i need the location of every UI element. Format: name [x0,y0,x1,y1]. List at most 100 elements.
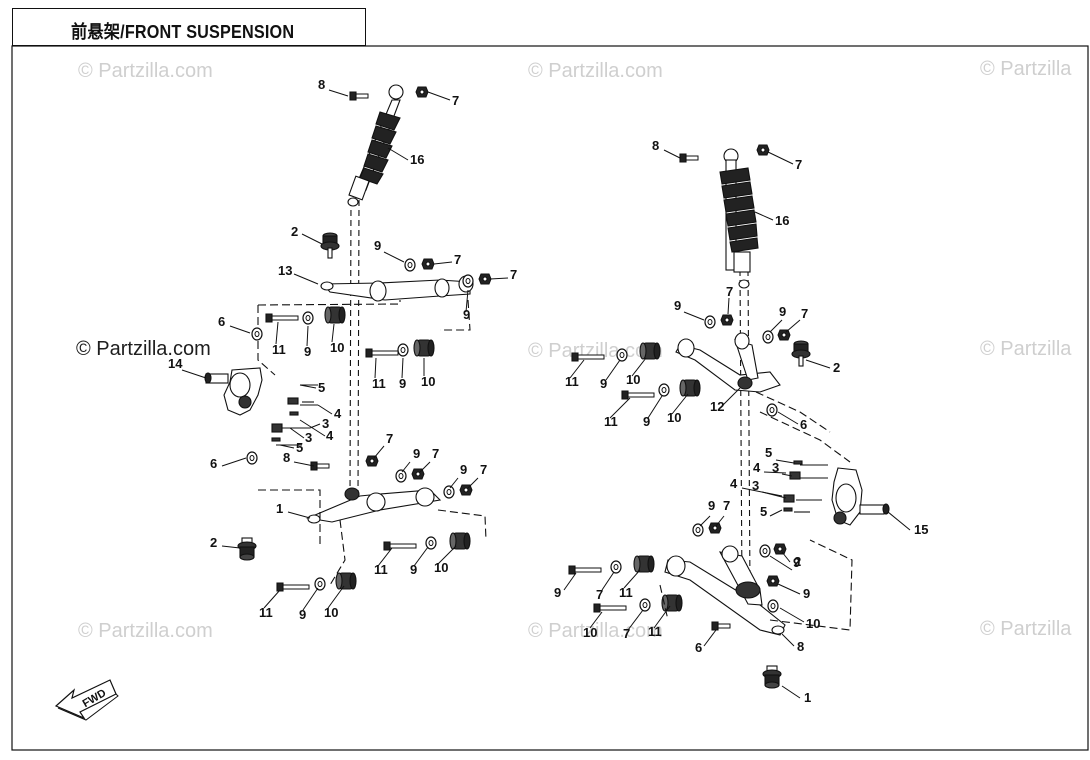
callout-leader [721,387,741,407]
callout-leader [785,319,801,333]
callout-leader [767,151,794,165]
callout-leader [373,445,385,459]
callout-leader [761,491,787,499]
callout-leader [781,685,801,699]
part-number-callout: 10 [626,372,640,387]
callout-leader [401,461,411,473]
part-number-callout: 9 [413,446,420,461]
callout-leader [301,233,323,245]
callout-leader [374,357,377,379]
part-number-callout: 3 [322,416,329,431]
part-number-callout: 9 [304,344,311,359]
part-number-callout: 4 [730,476,738,491]
part-number-callout: 2 [794,554,801,569]
part-number-callout: 10 [324,605,338,620]
watermark: © Partzilla.com [78,620,213,642]
lower-a-arm-left [306,487,442,524]
callout-leader [229,325,251,334]
part-number-callout: 9 [643,414,650,429]
callout-leader [623,569,641,589]
shock-absorber-right [719,148,759,591]
part-number-callout: 10 [434,560,448,575]
part-number-callout: 14 [168,356,183,371]
steering-knuckle-right [831,467,890,526]
part-number-callout: 2 [291,224,298,239]
callout-leader [433,261,453,265]
page-title: 前悬架/FRONT SUSPENSION [71,22,295,42]
callout-leader [887,511,911,531]
part-number-callout: 7 [480,462,487,477]
title-box: 前悬架/FRONT SUSPENSION [12,8,366,46]
part-number-callout: 9 [399,376,406,391]
part-number-callout: 2 [833,360,840,375]
part-number-callout: 1 [804,690,811,705]
callout-leader [413,546,429,567]
part-number-callout: 7 [623,626,630,641]
callout-leader [331,323,335,343]
steering-knuckle-left [204,367,263,416]
callout-leader [627,609,644,631]
part-number-callout: 10 [583,625,597,640]
callout-leader [781,551,791,563]
part-number-callout: 11 [565,374,579,389]
part-number-callout: 8 [318,77,325,92]
part-number-callout: 11 [259,605,273,620]
part-number-callout: 5 [765,445,772,460]
part-number-callout: 7 [510,267,517,282]
part-number-callout: 4 [326,428,334,443]
callout-leader [328,89,349,97]
callout-leader [302,587,319,611]
part-number-callout: 5 [296,440,303,455]
part-number-callout: 5 [318,380,325,395]
part-number-callout: 9 [463,307,470,322]
part-number-callout: 3 [752,478,759,493]
fwd-arrow: FWD [54,679,119,721]
callout-leader [754,211,774,221]
callout-leader [263,589,281,609]
part-number-callout: 9 [674,298,681,313]
callout-leader [317,404,333,415]
watermark-dark: © Partzilla.com [76,338,211,360]
watermark: © Partzilla [980,618,1072,640]
part-number-callout: 4 [334,406,342,421]
callout-leader [437,545,457,565]
callout-leader [589,611,603,629]
watermark: © Partzilla [980,338,1072,360]
part-number-callout: 6 [218,314,225,329]
watermark: © Partzilla.com [528,340,663,362]
callout-leader [663,149,681,159]
lower-a-arm-right [664,545,786,636]
callout-leader [306,325,309,347]
callout-leader [299,419,326,437]
callout-leader [467,477,479,489]
part-number-callout: 10 [330,340,344,355]
callout-leader [671,393,689,415]
upper-a-arm-right [675,332,781,393]
part-number-callout: 6 [800,417,807,432]
part-number-callout: 9 [299,607,306,622]
part-number-callout: 12 [710,399,724,414]
callout-leader [569,359,585,379]
part-number-callout: 7 [432,446,439,461]
part-number-callout: 1 [276,501,283,516]
part-number-callout: 11 [619,585,633,600]
callout-leader [327,585,345,609]
callout-leader [419,461,431,473]
callout-leader [449,477,459,489]
upper-a-arm-left [320,275,474,302]
part-number-callout: 7 [801,306,808,321]
part-number-callout: 9 [374,238,381,253]
part-number-callout: 9 [779,304,786,319]
part-number-callout: 15 [914,522,928,537]
callout-leader [653,605,671,629]
callout-leader [781,633,795,647]
watermark: © Partzilla [980,58,1072,80]
part-number-callout: 7 [723,498,730,513]
part-number-callout: 16 [410,152,424,167]
border [11,45,1089,751]
part-number-callout: 10 [806,616,820,631]
shock-absorber-left [347,84,404,496]
watermark: © Partzilla.com [528,60,663,82]
